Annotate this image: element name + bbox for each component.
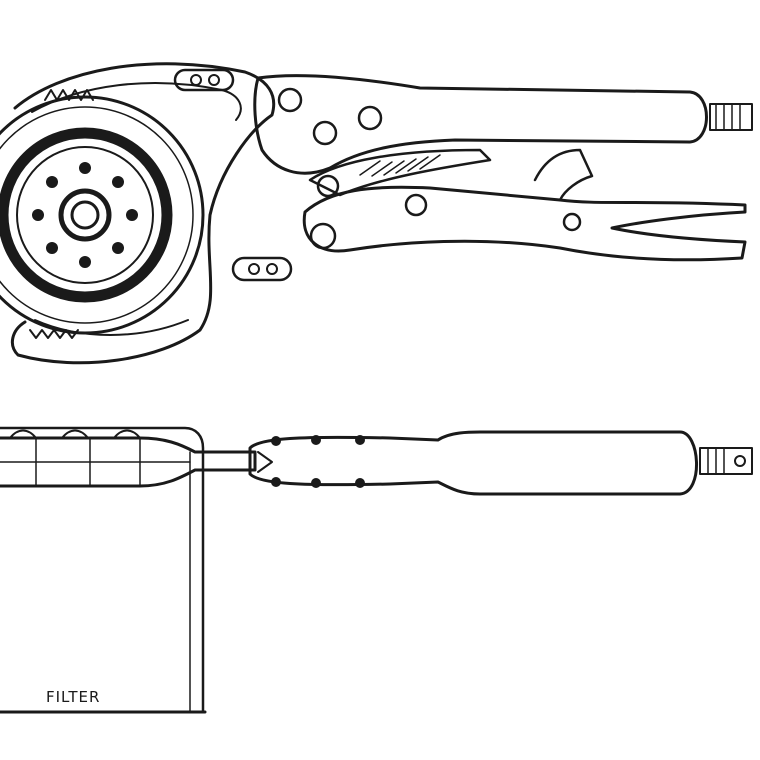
- pliers-upper-handle: [253, 74, 753, 175]
- wrench-jaw-band: [10, 62, 293, 365]
- oil-filter-end-view: [0, 95, 205, 335]
- filter-bolt-holes: [32, 162, 138, 268]
- pliers-side-handle: [248, 430, 753, 496]
- side-rivets: [271, 435, 365, 488]
- wrench-side-band: [0, 429, 257, 488]
- pliers-linkage: [308, 148, 492, 198]
- oil-filter-side-view: FILTER: [0, 426, 207, 714]
- pliers-lower-handle: [302, 148, 747, 262]
- top-view: [0, 62, 753, 365]
- side-view: FILTER: [0, 426, 753, 714]
- filter-label: FILTER: [46, 688, 100, 706]
